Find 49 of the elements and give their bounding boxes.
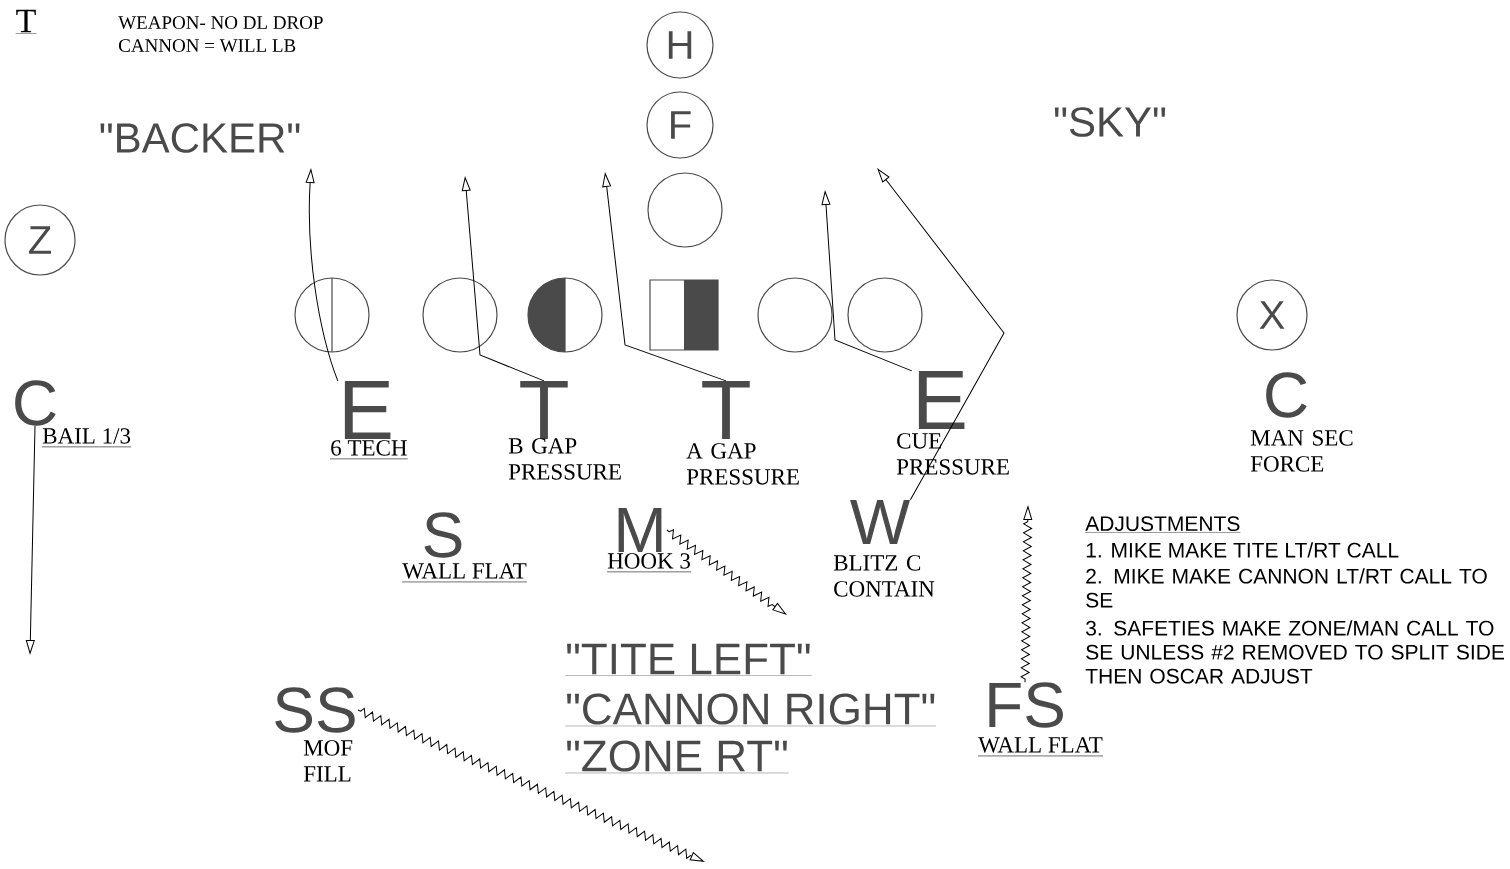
arrow xyxy=(305,169,339,382)
assignment-label: MAN SEC FORCE xyxy=(1250,430,1353,472)
player-letter: C xyxy=(1266,372,1307,418)
player-letter: S xyxy=(424,512,462,558)
player-letter: E xyxy=(344,381,391,439)
lineman-circle xyxy=(757,277,833,353)
assignment-label: BAIL 1/3 xyxy=(42,428,131,444)
player-letter: SS xyxy=(275,687,355,733)
note-text: WEAPON- NO DL DROP xyxy=(118,16,323,30)
arrow xyxy=(602,173,727,382)
player-letter: FS xyxy=(989,682,1063,728)
lineman-circle xyxy=(847,277,923,353)
assignment-label: B GAP PRESSURE xyxy=(508,438,621,480)
assignment-label: WALL FLAT xyxy=(978,737,1103,753)
note-text: CANNON = WILL LB xyxy=(119,39,296,53)
assignment-label: 6 TECH xyxy=(331,440,407,456)
player-circle xyxy=(647,172,723,248)
assignment-label: BLITZ C CONTAIN xyxy=(833,555,935,597)
assignment-label: WALL FLAT xyxy=(402,563,527,579)
note-text: 3. SAFETIES MAKE ZONE/MAN CALL TO SE UNLESS #2 REMOVED TO SPLIT SIDE THEN OSCAR ADJUST xyxy=(1085,620,1504,684)
note-text: 1. MIKE MAKE TITE LT/RT CALL xyxy=(1086,542,1399,558)
arrow xyxy=(357,707,704,862)
call-text: "CANNON RIGHT" xyxy=(565,693,937,727)
call-text: "ZONE RT" xyxy=(565,740,789,774)
lineman-circle xyxy=(294,277,370,353)
assignment-label: HOOK 3 xyxy=(607,553,690,569)
call-text: "TITE LEFT" xyxy=(565,643,812,676)
player-letter: T xyxy=(702,381,750,439)
heading-fragment: T xyxy=(15,9,37,34)
call-text: "SKY" xyxy=(1054,107,1166,137)
assignment-label: A GAP PRESSURE xyxy=(686,443,799,485)
lineman-circle xyxy=(527,277,603,353)
player-letter: T xyxy=(520,381,568,439)
heading-text: ADJUSTMENTS xyxy=(1085,516,1241,533)
assignment-label: MOF FILL xyxy=(303,740,353,782)
arrow xyxy=(666,529,787,615)
arrow xyxy=(877,168,1005,501)
player-letter: E xyxy=(918,371,965,429)
center-box xyxy=(649,279,719,351)
arrow xyxy=(821,191,913,372)
call-text: "BACKER" xyxy=(100,123,300,153)
arrow xyxy=(1020,506,1033,683)
player-letter: C xyxy=(15,380,56,426)
arrow xyxy=(461,177,545,382)
arrow xyxy=(25,425,36,654)
player-letter: W xyxy=(850,499,910,544)
note-text: 2. MIKE MAKE CANNON LT/RT CALL TO SE xyxy=(1086,568,1487,608)
lineman-circle xyxy=(422,277,498,353)
player-letter: M xyxy=(618,507,662,552)
